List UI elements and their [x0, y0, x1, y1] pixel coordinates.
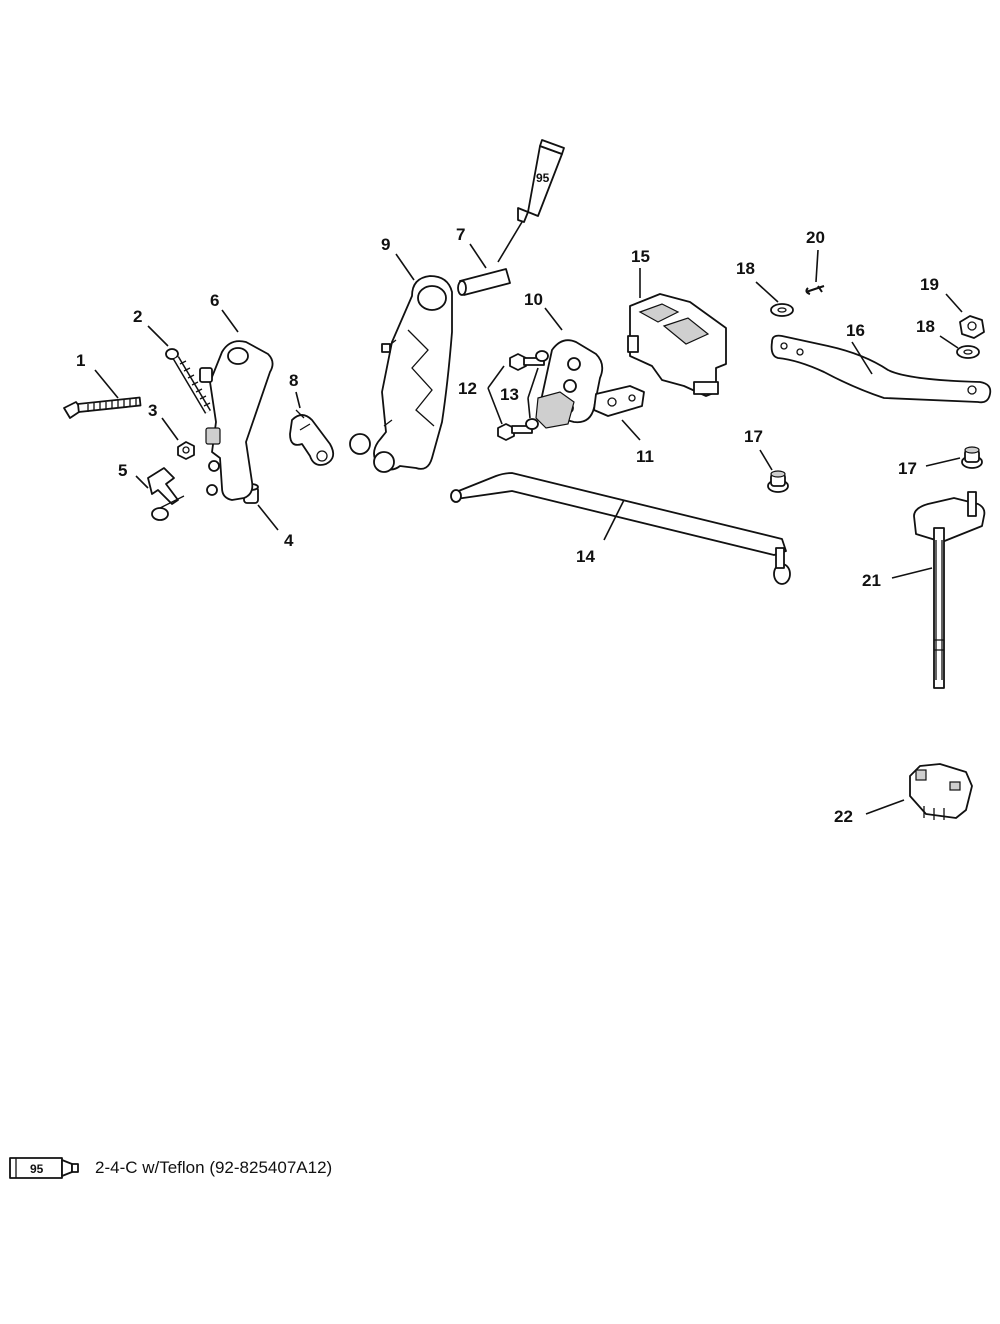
part-18-washer-b	[956, 345, 980, 359]
part-19-nut	[959, 315, 985, 339]
callout-17a: 17	[744, 427, 763, 446]
callout-2: 2	[133, 307, 142, 326]
part-1-bolt	[63, 396, 142, 419]
part-11-plate	[593, 385, 645, 417]
callout-10: 10	[524, 290, 543, 309]
part-17-bushing-a	[767, 470, 789, 493]
part-20-cotter-pin	[805, 285, 825, 295]
callout-18a: 18	[736, 259, 755, 278]
callout-20: 20	[806, 228, 825, 247]
callout-14: 14	[576, 547, 595, 566]
callout-numbers: 1 2 3 4 5 6 7 8 9 10 11 12 13 14 15 16 1…	[76, 225, 939, 826]
callout-17b: 17	[898, 459, 917, 478]
callout-4: 4	[284, 531, 294, 550]
lubricant-tube-icon: 95	[517, 139, 565, 223]
callout-3: 3	[148, 401, 157, 420]
legend-text: 2-4-C w/Teflon (92-825407A12)	[95, 1158, 333, 1177]
callout-7: 7	[456, 225, 465, 244]
callout-16: 16	[846, 321, 865, 340]
part-8-spring-clip	[289, 409, 335, 466]
callout-9: 9	[381, 235, 390, 254]
callout-5: 5	[118, 461, 127, 480]
callout-22: 22	[834, 807, 853, 826]
callout-11: 11	[636, 447, 654, 466]
part-22-cam	[909, 763, 973, 820]
part-14-shift-rod	[450, 472, 791, 585]
part-9-bracket	[349, 275, 453, 473]
tube-label: 95	[536, 171, 550, 185]
part-7-pin	[457, 268, 511, 296]
callout-8: 8	[289, 371, 298, 390]
part-21-shift-shaft	[913, 491, 986, 689]
part-18-washer-a	[770, 303, 794, 317]
part-13-washers	[525, 350, 549, 430]
callout-13: 13	[500, 385, 519, 404]
leader-lines	[94, 221, 963, 815]
callout-1: 1	[76, 351, 85, 370]
legend-tube-label: 95	[30, 1162, 44, 1176]
callout-12: 12	[458, 379, 477, 398]
callout-15: 15	[631, 247, 650, 266]
part-5-clip	[147, 467, 185, 521]
part-3-nut	[177, 441, 195, 460]
part-16-link	[770, 334, 992, 404]
part-15-block	[627, 293, 727, 397]
part-17-bushing-b	[961, 446, 983, 469]
callout-18b: 18	[916, 317, 935, 336]
callout-21: 21	[862, 571, 881, 590]
callout-6: 6	[210, 291, 219, 310]
part-6-lever	[199, 340, 274, 501]
legend-tube-icon: 95	[9, 1157, 79, 1179]
callout-19: 19	[920, 275, 939, 294]
part-2-screw	[165, 348, 212, 414]
